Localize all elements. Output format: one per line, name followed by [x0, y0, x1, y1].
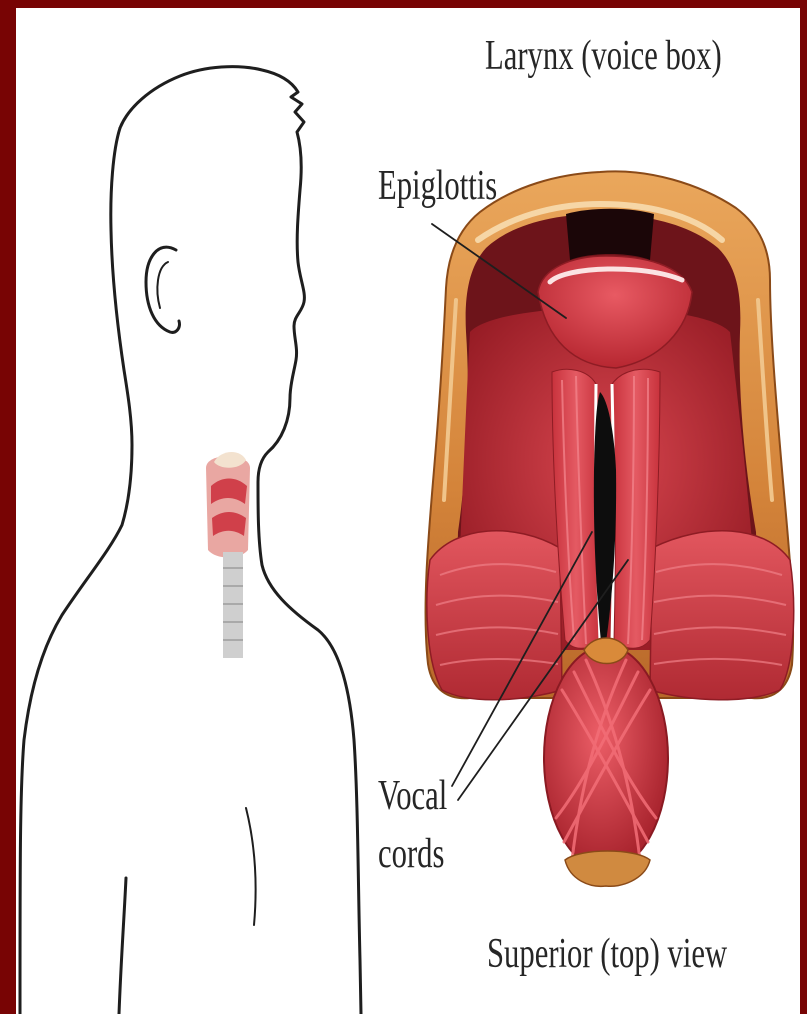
vocal-cords-label-line-1: Vocal [378, 775, 447, 817]
epiglottis-label: Epiglottis [378, 165, 497, 207]
left-lateral-muscle [427, 531, 562, 700]
right-lateral-muscle [650, 531, 794, 700]
head-and-back-outline [20, 128, 132, 1014]
chest-line [246, 808, 256, 925]
ear-inner-fold [157, 262, 168, 308]
arm-line [119, 878, 126, 1014]
ear-outline [146, 247, 179, 332]
person-outline [20, 67, 361, 1014]
right-vocal-cord [612, 369, 660, 648]
upper-opening [566, 209, 654, 260]
view-caption: Superior (top) view [487, 933, 727, 975]
vocal-cords-label-line-2: cords [378, 833, 444, 875]
throat-larynx-body [206, 456, 250, 558]
throat-larynx-inset [206, 452, 250, 658]
figure-title: Larynx (voice box) [485, 35, 722, 77]
cricoid-cartilage [565, 851, 650, 886]
arytenoid-muscle [544, 646, 668, 870]
larynx-superior-view [426, 171, 794, 886]
